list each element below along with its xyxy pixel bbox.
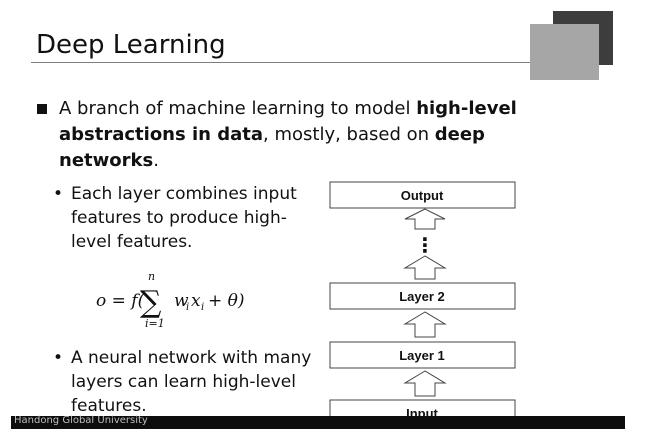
formula-var-sub: i [201, 302, 204, 313]
layer2-box [329, 282, 516, 310]
dot-bullet-icon: • [53, 348, 64, 368]
formula-weight-sub: i [186, 302, 189, 313]
layer-diagram: Output ⋮ Layer 2 Layer 1 Input [329, 181, 516, 418]
layer1-box [329, 341, 516, 369]
main-bullet-part2: , mostly, based on [263, 124, 435, 145]
sub-bullet-1-text: Each layer combines input features to pr… [71, 184, 297, 252]
main-bullet-text: A branch of machine learning to model hi… [59, 96, 579, 174]
output-label: Output [401, 188, 444, 203]
ellipsis-icon: ⋮ [415, 233, 435, 257]
square-bullet-icon [37, 104, 47, 114]
dot-bullet-icon: • [53, 184, 64, 204]
main-bullet-bold2: deep networks [59, 124, 485, 171]
title-underline [31, 62, 530, 63]
sub-bullet-2-text: A neural network with many layers can le… [71, 348, 312, 416]
up-arrow-icon [403, 370, 447, 397]
main-bullet-part3: . [153, 150, 159, 171]
formula-var: x [191, 291, 201, 311]
footer-label: Handong Global University [14, 415, 148, 426]
formula-weight: w [174, 291, 189, 311]
formula: o = f( n ∑ i=1 w i x i + θ) [96, 270, 245, 330]
up-arrow-icon [404, 208, 446, 230]
formula-sum-symbol: ∑ [140, 285, 162, 320]
formula-lhs: o = f( [96, 291, 145, 311]
main-bullet-part1: A branch of machine learning to model [59, 98, 417, 119]
slide-title: Deep Learning [36, 30, 226, 60]
layer1-label: Layer 1 [399, 348, 445, 363]
formula-rest: + θ) [208, 291, 245, 311]
footer-bar: Handong Global University [11, 415, 625, 429]
up-arrow-icon [403, 255, 447, 280]
input-label: Input [406, 406, 438, 418]
formula-upper-limit: n [148, 270, 155, 283]
up-arrow-icon [403, 311, 447, 338]
formula-lower-limit: i=1 [145, 317, 165, 330]
output-box [329, 181, 516, 209]
decorative-square-light [530, 24, 599, 80]
main-bullet-bold1: high-level abstractions in data [59, 98, 517, 145]
layer2-label: Layer 2 [399, 289, 445, 304]
input-box [329, 399, 516, 418]
